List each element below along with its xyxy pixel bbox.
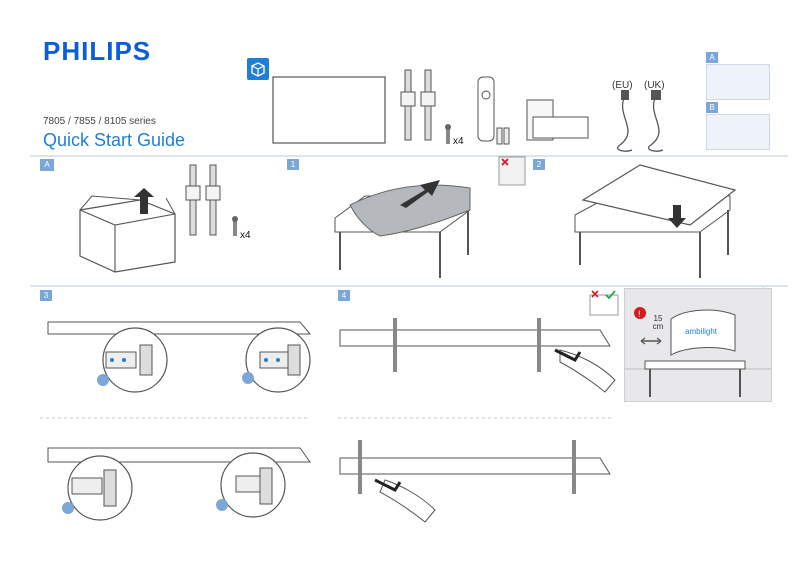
remote-illustration: [477, 76, 495, 142]
step-5-room-illustration: ! 15 cm ambilight: [624, 288, 772, 402]
stand-left-bracket: [400, 91, 416, 107]
step-a-screw-count: x4: [240, 230, 251, 241]
cross-icon: [501, 158, 509, 166]
brand-logo: PHILIPS: [43, 36, 152, 66]
tv-bottom-illustration: [47, 321, 312, 335]
screw-count-label: x4: [453, 136, 464, 147]
option-a-badge: A: [706, 52, 718, 63]
remote-dpad: [481, 90, 491, 100]
option-a-illustration: [706, 64, 770, 100]
down-arrow-icon: [668, 205, 686, 228]
distance-unit: cm: [652, 322, 664, 331]
distance-value: 15: [653, 314, 663, 323]
tv-face-down-illustration: [581, 164, 737, 226]
step-4-badge: 4: [338, 290, 350, 301]
torque-hint-box: [589, 294, 619, 316]
tv-panel-illustration: [272, 76, 386, 144]
warning-icon: [634, 307, 646, 319]
screw-illustration: [446, 128, 450, 144]
svg-text:!: !: [638, 309, 641, 319]
step-2-badge: 2: [533, 159, 545, 170]
option-b-badge: B: [706, 102, 718, 113]
l-marker: [242, 372, 254, 384]
warning-thumbnail: [498, 156, 526, 186]
box-open-icon: [251, 62, 265, 77]
soft-cloth-illustration: [349, 184, 471, 237]
lift-arrow-icon: [134, 188, 154, 214]
uk-plug-label: (UK): [644, 80, 665, 91]
eu-power-cable-illustration: [617, 95, 633, 152]
check-icon: [605, 290, 616, 300]
screw-head: [445, 124, 451, 130]
leaflet-illustration-2: [532, 116, 589, 139]
place-arrow-icon: [400, 180, 440, 208]
battery-illustration: [503, 127, 510, 145]
battery-illustration: [496, 127, 503, 145]
r-marker: [97, 374, 109, 386]
stand-right-bracket: [420, 91, 436, 107]
option-b-illustration: [706, 114, 770, 150]
eu-plug-illustration: [621, 90, 629, 100]
box-contents-icon: [247, 58, 269, 80]
uk-power-cable-illustration: [648, 95, 664, 152]
page-title: Quick Start Guide: [43, 130, 186, 150]
step-a-badge: A: [40, 159, 54, 171]
carton-box-illustration: [79, 199, 176, 273]
step-3-badge: 3: [40, 290, 52, 301]
eu-plug-label: (EU): [612, 80, 633, 91]
step-1-badge: 1: [287, 159, 299, 170]
uk-plug-illustration: [651, 90, 661, 100]
series-text: 7805 / 7855 / 8105 series: [43, 116, 156, 127]
ambilight-logo: ambilight: [685, 327, 718, 336]
